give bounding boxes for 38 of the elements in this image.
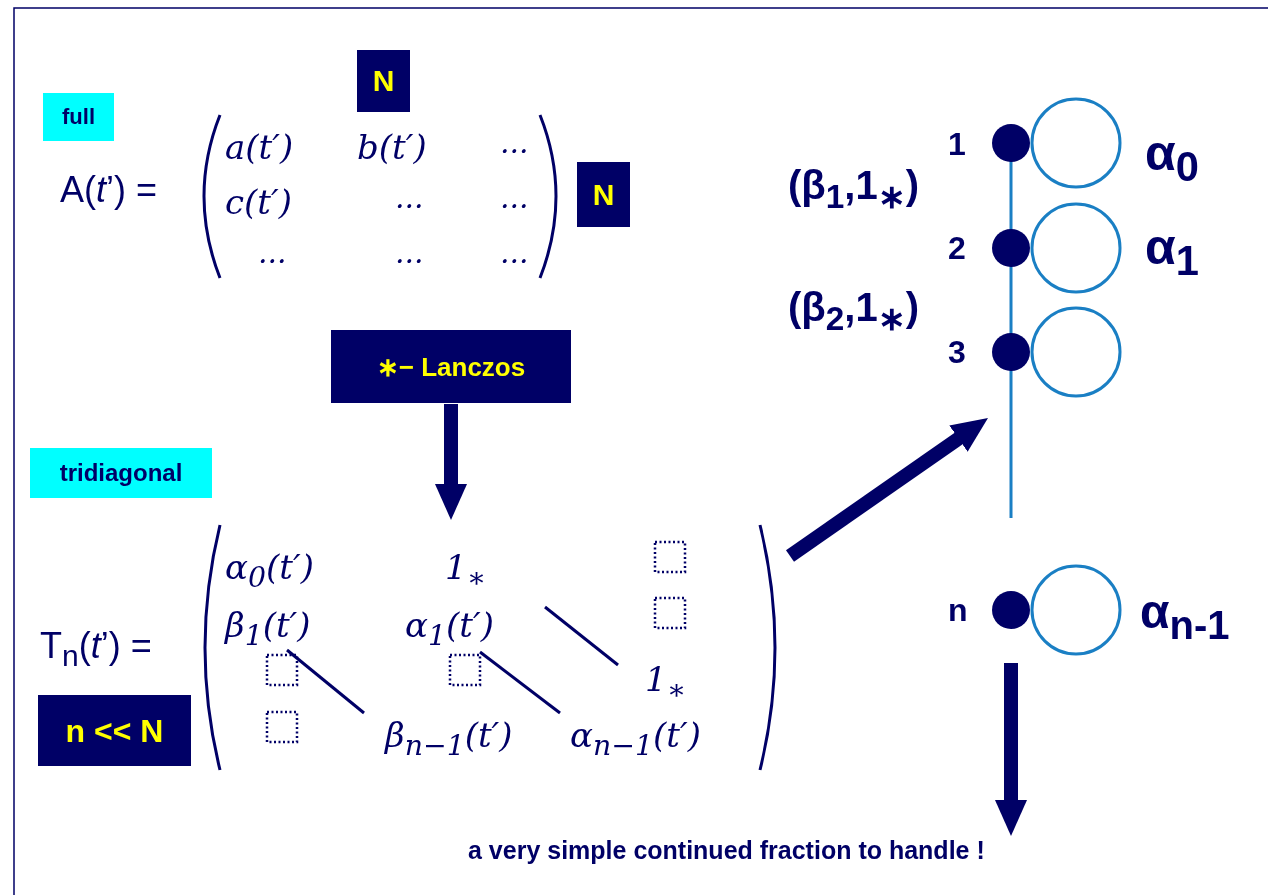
matrix-entry: α$_{0}$(t′) — [225, 550, 314, 593]
matrix-entry: β$_{1}$(t′) — [225, 608, 311, 651]
matrix-entry: α$_{n−1}$(t′) — [570, 718, 701, 761]
site-number: 3 — [948, 336, 966, 368]
block-arrow — [435, 404, 467, 520]
matrix-entry: b(t′) — [357, 130, 427, 164]
site-energy-label: α$_{n-1}$ — [1140, 588, 1230, 645]
matrix-entry: c(t′) — [225, 185, 292, 219]
hopping-label: (β$_{1}$,1$_{∗}$) — [788, 165, 919, 214]
matrix-type-tag: full — [43, 93, 114, 141]
matrix-entry: β$_{n−1}$(t′) — [385, 718, 513, 761]
matrix-entry: ... — [395, 183, 424, 213]
matrix-entry: ... — [258, 238, 287, 268]
size-badge: n << N — [38, 695, 191, 766]
block-arrow — [995, 663, 1027, 836]
matrix-type-tag: tridiagonal — [30, 448, 212, 498]
matrix-entry: ... — [500, 183, 529, 213]
chain-lattice-drawing — [992, 97, 1122, 656]
matrix-entry: 1$_{∗}$ — [445, 550, 486, 593]
matrix-entry: 1$_{∗}$ — [645, 662, 686, 705]
matrix-entry: ... — [500, 238, 529, 268]
equation-lhs: T$_{n}$(t’) = — [40, 628, 152, 672]
site-energy-label: α$_{0}$ — [1145, 128, 1199, 188]
site-energy-label: α$_{1}$ — [1145, 222, 1199, 282]
block-arrow — [786, 418, 988, 562]
hopping-label: (β$_{2}$,1$_{∗}$) — [788, 287, 919, 336]
matrix-entry: ... — [500, 128, 529, 158]
site-number: n — [948, 594, 968, 626]
conclusion-text: a very simple continued fraction to handle ! — [468, 838, 985, 863]
method-box: ∗− Lanczos — [331, 330, 571, 403]
site-number: 1 — [948, 128, 966, 160]
size-badge: N — [357, 50, 410, 112]
size-badge: N — [577, 162, 630, 227]
matrix-entry: ... — [395, 238, 424, 268]
matrix-entry: α$_{1}$(t′) — [405, 608, 494, 651]
equation-lhs: A(t’) = — [60, 172, 158, 208]
matrix-entry: a(t′) — [225, 130, 294, 164]
site-number: 2 — [948, 232, 966, 264]
